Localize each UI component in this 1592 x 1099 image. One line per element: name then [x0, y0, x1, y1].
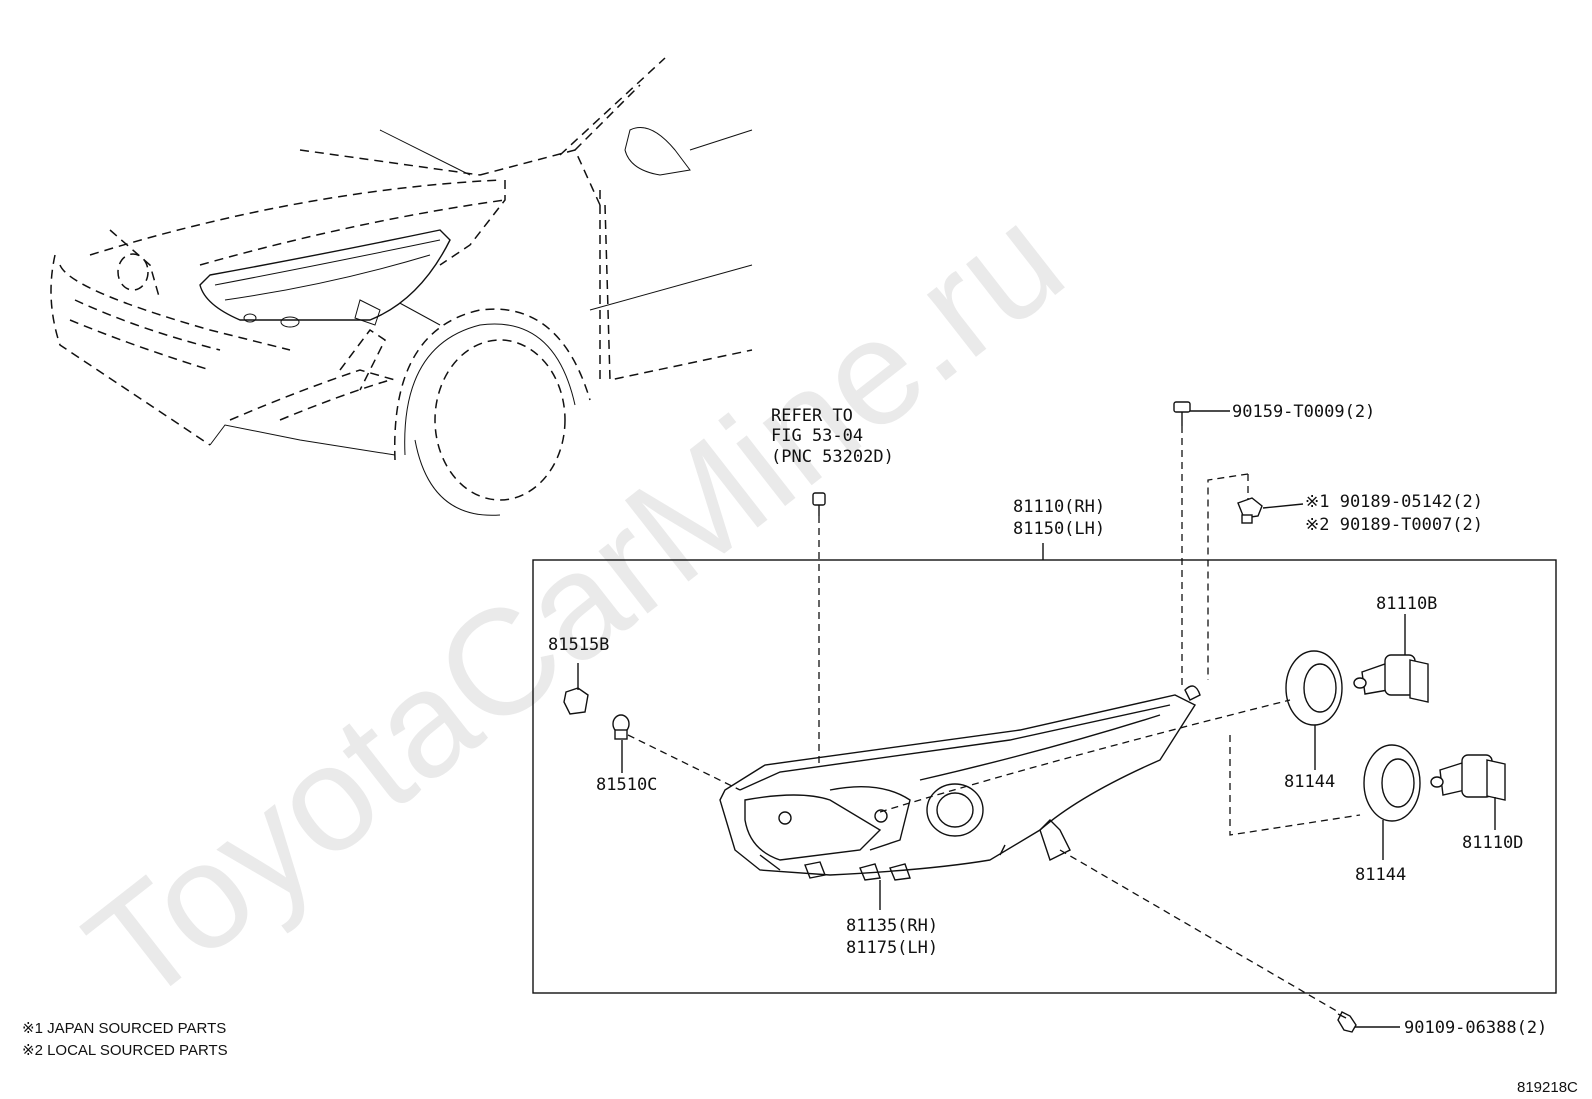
label-nut-1: ※1 90189-05142(2) [1305, 492, 1483, 512]
refer-line3: (PNC 53202D) [771, 447, 894, 467]
bulb-81110b [1353, 654, 1429, 703]
assembly-box [532, 559, 1557, 994]
label-assembly-rh: 81110(RH) [1013, 497, 1105, 517]
label-bracket-rh: 81135(RH) [846, 916, 938, 936]
cover-81144-a [1285, 650, 1343, 726]
socket-81515b [563, 687, 589, 715]
headlamp-assembly [719, 685, 1201, 881]
label-bracket-lh: 81175(LH) [846, 938, 938, 958]
note-japan-sourced: ※1 JAPAN SOURCED PARTS [22, 1020, 226, 1037]
refer-line1: REFER TO [771, 406, 853, 426]
label-screw-top: 90159-T0009(2) [1232, 402, 1375, 422]
label-cover-81144-a: 81144 [1284, 772, 1335, 792]
diagram-id: 819218C [1517, 1079, 1578, 1096]
label-bulb-81110d: 81110D [1462, 833, 1523, 853]
label-assembly-lh: 81150(LH) [1013, 519, 1105, 539]
screw-bottom [1337, 1011, 1357, 1033]
label-screw-bottom: 90109-06388(2) [1404, 1018, 1547, 1038]
label-socket-81515b: 81515B [548, 635, 609, 655]
car-body-illustration [50, 57, 753, 516]
cover-81144-b [1363, 744, 1421, 822]
label-bulb-81510c: 81510C [596, 775, 657, 795]
note-local-sourced: ※2 LOCAL SOURCED PARTS [22, 1042, 228, 1059]
bulb-81110d [1430, 754, 1506, 801]
headlamp-on-car [199, 229, 451, 328]
label-bulb-81110b: 81110B [1376, 594, 1437, 614]
refer-line2: FIG 53-04 [771, 426, 863, 446]
screw-top [1173, 401, 1191, 426]
label-nut-2: ※2 90189-T0007(2) [1305, 515, 1483, 535]
bulb-81510c [612, 714, 630, 740]
refer-screw [812, 492, 826, 516]
nut-90189 [1237, 497, 1263, 524]
label-cover-81144-b: 81144 [1355, 865, 1406, 885]
